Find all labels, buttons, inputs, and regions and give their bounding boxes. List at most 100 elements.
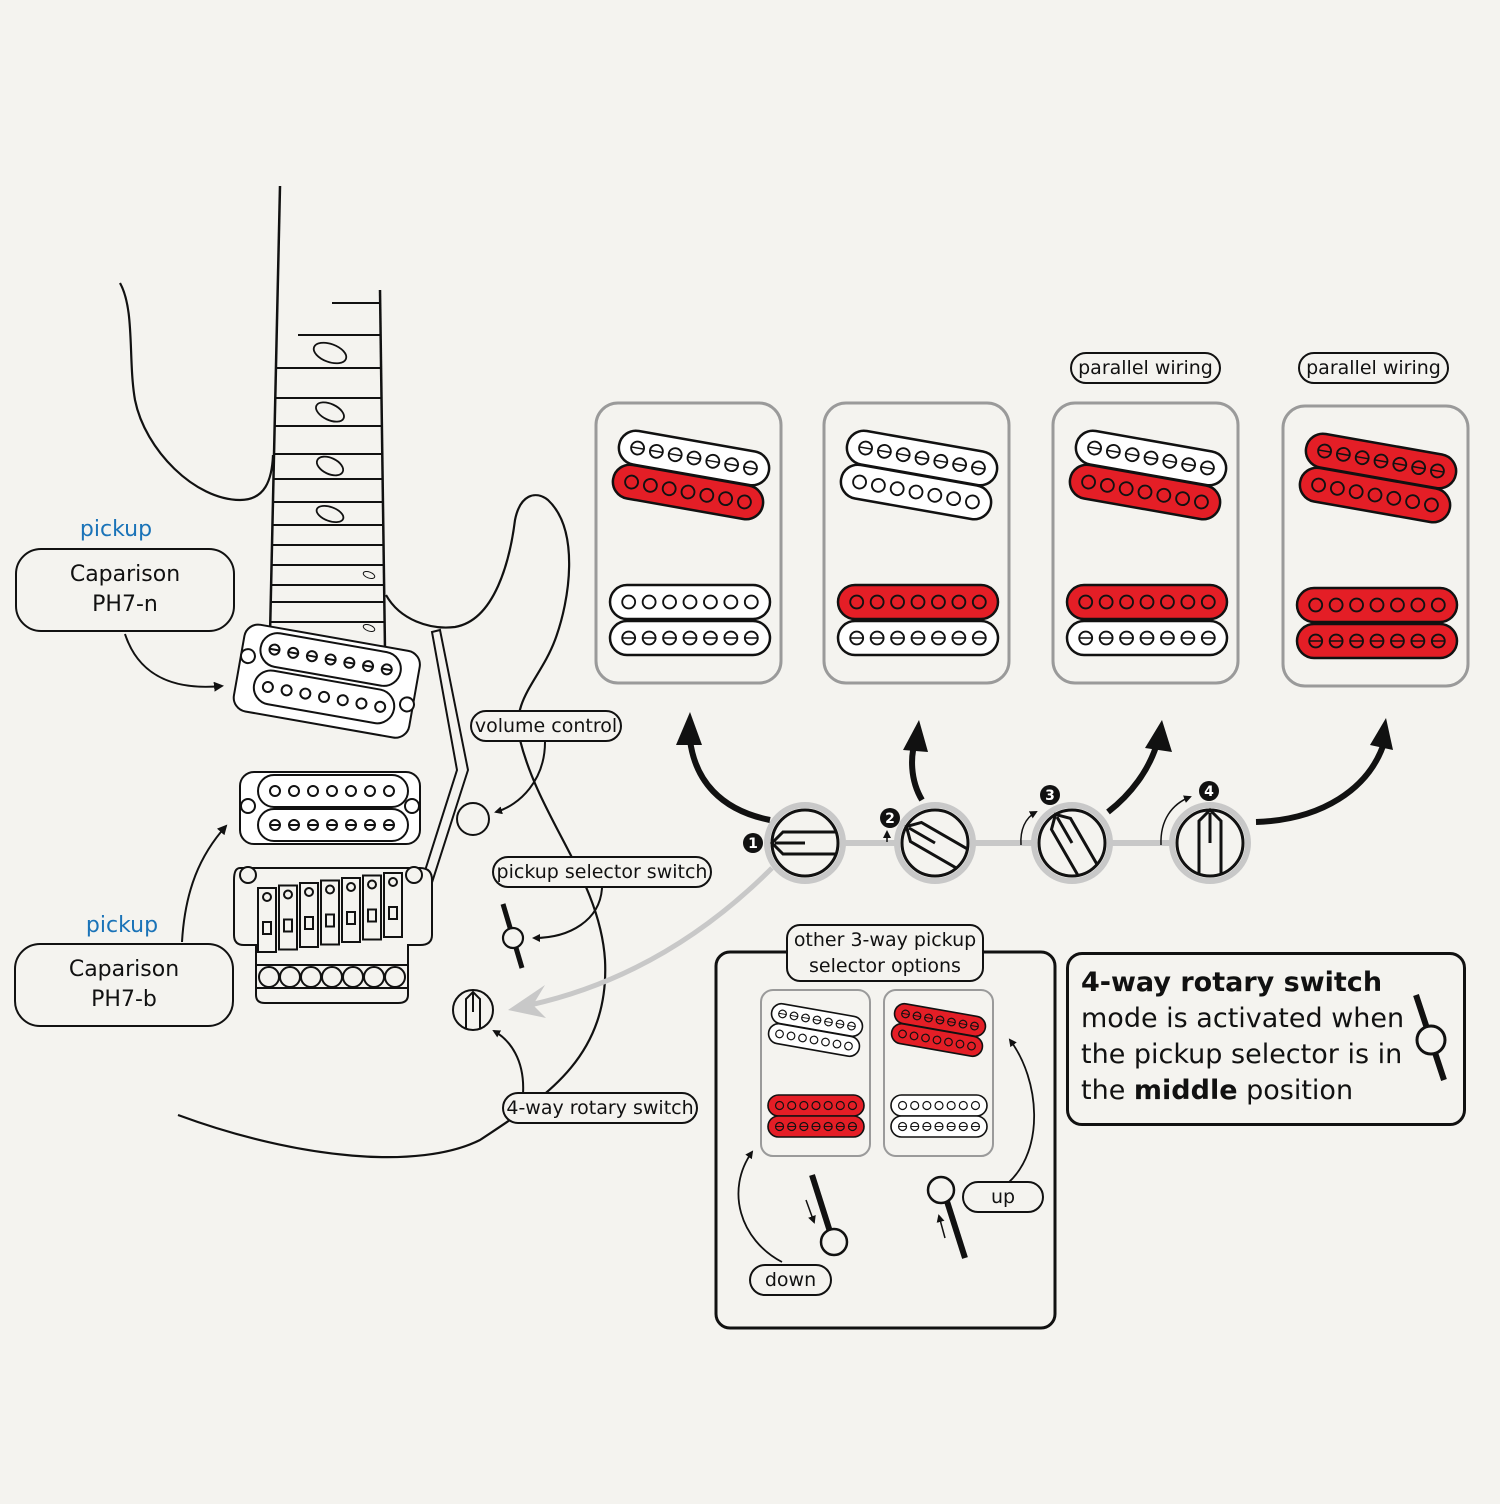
pole-piece-icon [743,594,759,610]
arrow-pos2-head [903,720,928,752]
pole-piece-icon [1349,597,1364,613]
rotary-position-4[interactable] [1169,802,1251,884]
pole-piece-icon [774,1100,785,1111]
volume-control-label: volume control [470,710,622,742]
rotate-hint-arrow [1020,811,1038,846]
pole-piece-icon [1137,484,1153,500]
pole-piece-icon [1175,491,1191,507]
pole-piece-icon [967,1041,976,1051]
up-label: up [962,1181,1044,1213]
bridge-pickup-model: PH7-b [91,987,157,1012]
rotary-switch-icon [452,989,494,1031]
pole-piece-icon [1386,490,1402,506]
neck-coil-bottom [611,463,765,521]
pole-piece-icon [832,1039,842,1049]
rotary-knob-pointer-icon [1197,807,1223,875]
neck-coil-bottom [839,463,993,521]
pole-piece-icon [1329,480,1345,496]
pole-piece-icon [852,474,867,490]
info-box: 4-way rotary switch mode is activated wh… [1066,952,1466,1126]
svg-text:1: 1 [748,836,758,852]
arrow-pos4 [1255,739,1388,825]
pole-piece-icon [921,1033,930,1043]
bridge-coil-top [1295,586,1459,624]
pole-piece-icon [946,1100,956,1111]
pole-piece-icon [958,1100,968,1111]
pole-piece-icon [971,594,987,610]
pole-piece-icon [1194,494,1209,510]
rotary-knob-pointer-icon [904,820,969,870]
selector-down-icon [805,1174,849,1257]
neck-coil-top [617,429,771,487]
neck-pickup-drawing [232,623,421,739]
position-4-note: parallel wiring [1298,352,1449,384]
pole-piece-icon [641,594,657,610]
rotary-position-1[interactable] [764,802,846,884]
pickup-selector-icon [500,903,525,969]
pole-piece-icon [955,1039,965,1049]
info-title: 4-way rotary switch [1081,967,1383,998]
bridge-coil-bottom [836,619,1000,657]
pole-piece-icon [775,1029,784,1039]
pole-piece-icon [821,1037,830,1047]
bridge-pickup-callout-arrow [181,824,228,943]
pole-piece-icon [1081,474,1096,490]
rotate-hint-arrow [1160,795,1192,846]
volume-callout-arrow [494,741,546,815]
bridge-pickup-heading: pickup [85,912,159,938]
position-badge-4: 4 [1199,781,1219,801]
pole-piece-icon [946,491,962,507]
string-anchor [384,966,406,988]
bridge-coil-bottom [767,1115,865,1138]
info-line4: the middle position [1081,1075,1354,1106]
saddle [278,884,298,951]
pole-piece-icon [835,1100,845,1111]
selector-callout-arrow [532,887,603,942]
gray-pointer-arrow [508,866,774,1018]
pole-piece-icon [898,1029,907,1039]
bridge-coil-top [836,583,1000,621]
rotary-position-3[interactable] [1031,802,1113,884]
pole-piece-icon [910,1100,920,1111]
pole-piece-icon [1139,594,1155,610]
pole-piece-icon [932,1035,942,1045]
pole-piece-icon [703,594,718,610]
bridge-coil-bottom [1295,622,1459,660]
up-callout-arrow [1007,1038,1036,1184]
selector-middle-icon [1413,994,1447,1081]
bridge-coil-bottom [890,1115,988,1138]
neck-pickup-label: Caparison PH7-n [15,548,235,632]
pole-piece-icon [718,491,734,507]
pole-piece-icon [1367,487,1383,503]
pole-piece-icon [934,1100,944,1111]
position-3-note: parallel wiring [1070,352,1221,384]
pole-piece-icon [849,594,865,610]
pole-piece-icon [1424,497,1439,513]
down-label: down [749,1264,832,1296]
pole-piece-icon [944,1037,953,1047]
other-options-title-line1: other 3-way pickup [793,929,977,951]
pole-piece-icon [869,594,885,610]
arrow-pos1-head [676,712,702,745]
pole-piece-icon [847,1100,858,1111]
saddle [257,887,277,953]
pole-piece-icon [786,1031,796,1041]
pole-piece-icon [1369,597,1385,613]
pole-piece-icon [1078,594,1094,610]
arrow-pos4-head [1370,718,1393,750]
arrow-pos3-head [1145,720,1172,752]
pole-piece-icon [1160,594,1175,610]
rotary-callout-arrow [492,1030,525,1095]
neck-coil-bottom [890,1022,984,1058]
saddle [299,882,319,948]
rotary-position-2[interactable] [894,802,976,884]
pole-piece-icon [889,481,905,497]
svg-text:2: 2 [885,811,895,827]
pole-piece-icon [890,594,905,610]
arrow-pos1 [687,739,771,823]
mini-panel-up [883,989,994,1157]
pole-piece-icon [1118,481,1134,497]
pole-piece-icon [1156,487,1172,503]
pole-piece-icon [1405,494,1421,510]
pole-piece-icon [723,594,739,610]
